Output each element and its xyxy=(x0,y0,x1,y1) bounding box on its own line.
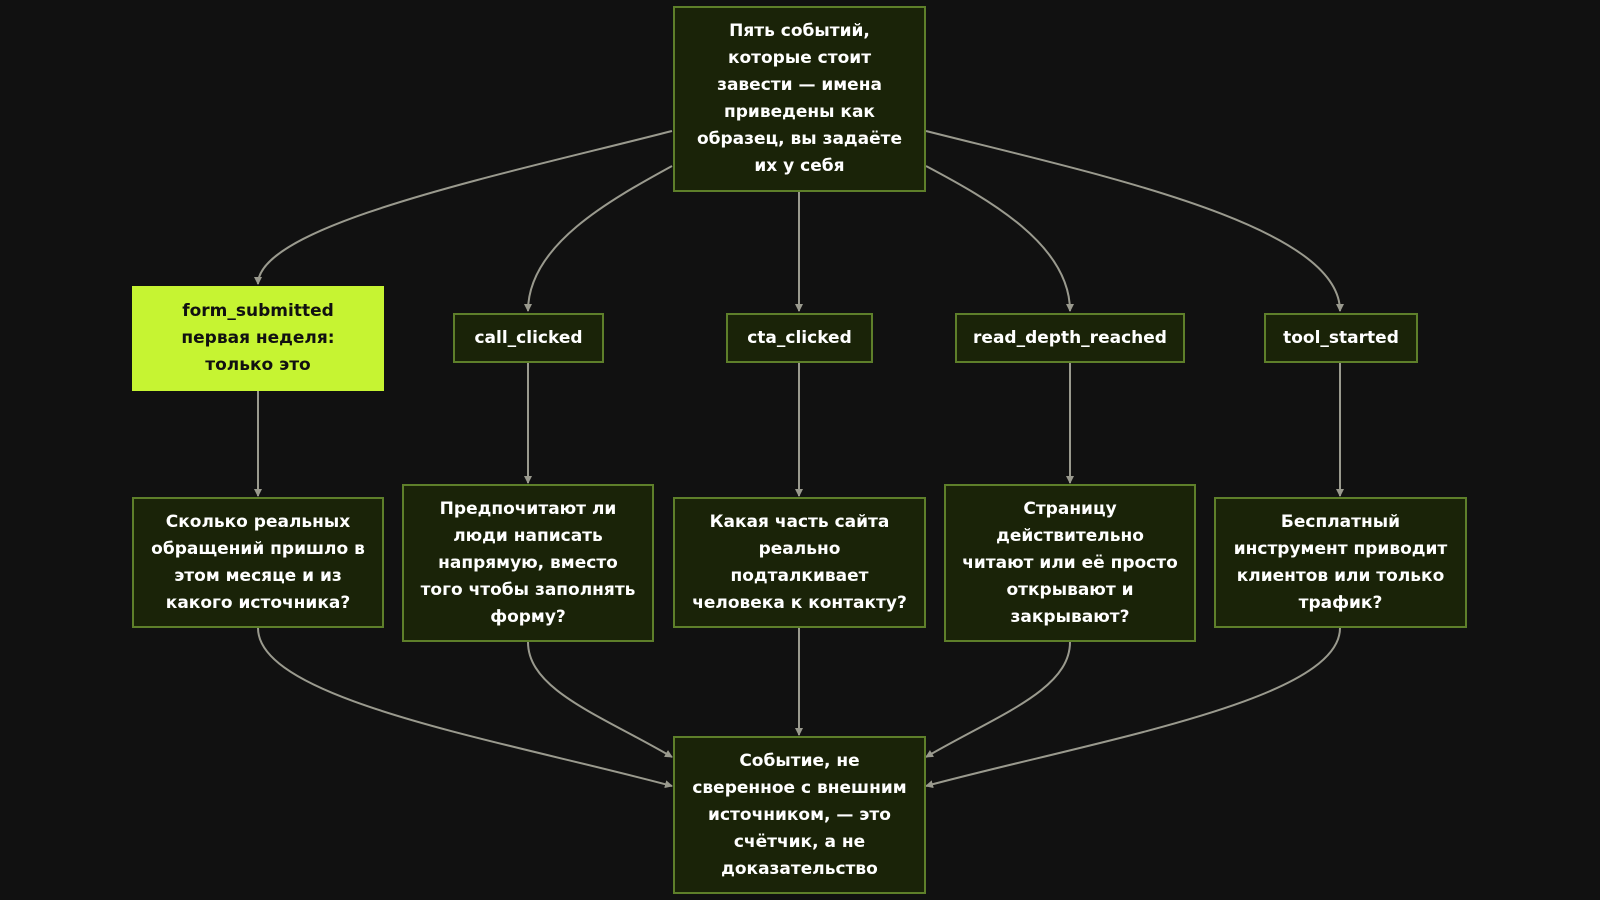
edge-question-4-to-conclusion xyxy=(925,641,1071,758)
question-node-call-clicked: Предпочитают ли люди написать напрямую, … xyxy=(402,484,654,642)
event-name: call_clicked xyxy=(474,327,583,348)
event-node-cta-clicked: cta_clicked xyxy=(726,313,873,363)
conclusion-text: Событие, не сверенное с внешним источник… xyxy=(692,750,907,879)
question-text: Сколько реальных обращений пришло в этом… xyxy=(151,511,365,613)
event-name: cta_clicked xyxy=(747,327,852,348)
question-text: Какая часть сайта реально подталкивает ч… xyxy=(692,511,907,613)
edge-root-to-read-depth-reached xyxy=(925,165,1074,312)
edge-question-2-to-conclusion xyxy=(527,641,673,758)
question-text: Страницу действительно читают или её про… xyxy=(962,498,1178,627)
question-node-form-submitted: Сколько реальных обращений пришло в этом… xyxy=(132,497,384,628)
question-node-read-depth-reached: Страницу действительно читают или её про… xyxy=(944,484,1196,642)
edge-question-1-to-conclusion xyxy=(257,627,673,789)
edge-root-to-tool-started xyxy=(925,130,1344,312)
event-node-tool-started: tool_started xyxy=(1264,313,1418,363)
event-note: первая неделя: только это xyxy=(181,328,335,375)
root-node: Пять событий, которые стоит завести — им… xyxy=(673,6,926,192)
event-node-read-depth-reached: read_depth_reached xyxy=(955,313,1185,363)
event-name: tool_started xyxy=(1283,327,1399,348)
question-text: Предпочитают ли люди написать напрямую, … xyxy=(420,498,636,627)
event-name: read_depth_reached xyxy=(973,327,1167,348)
edge-root-to-form-submitted xyxy=(254,130,673,285)
question-text: Бесплатный инструмент приводит клиентов … xyxy=(1233,511,1448,613)
question-node-tool-started: Бесплатный инструмент приводит клиентов … xyxy=(1214,497,1467,628)
event-name: form_submitted xyxy=(182,301,334,321)
root-node-text: Пять событий, которые стоит завести — им… xyxy=(696,21,903,176)
event-node-form-submitted: form_submitted первая неделя: только это xyxy=(132,286,384,391)
event-node-call-clicked: call_clicked xyxy=(453,313,604,363)
edge-question-5-to-conclusion xyxy=(925,627,1341,789)
conclusion-node: Событие, не сверенное с внешним источник… xyxy=(673,736,926,894)
edge-root-to-call-clicked xyxy=(524,165,673,312)
question-node-cta-clicked: Какая часть сайта реально подталкивает ч… xyxy=(673,497,926,628)
